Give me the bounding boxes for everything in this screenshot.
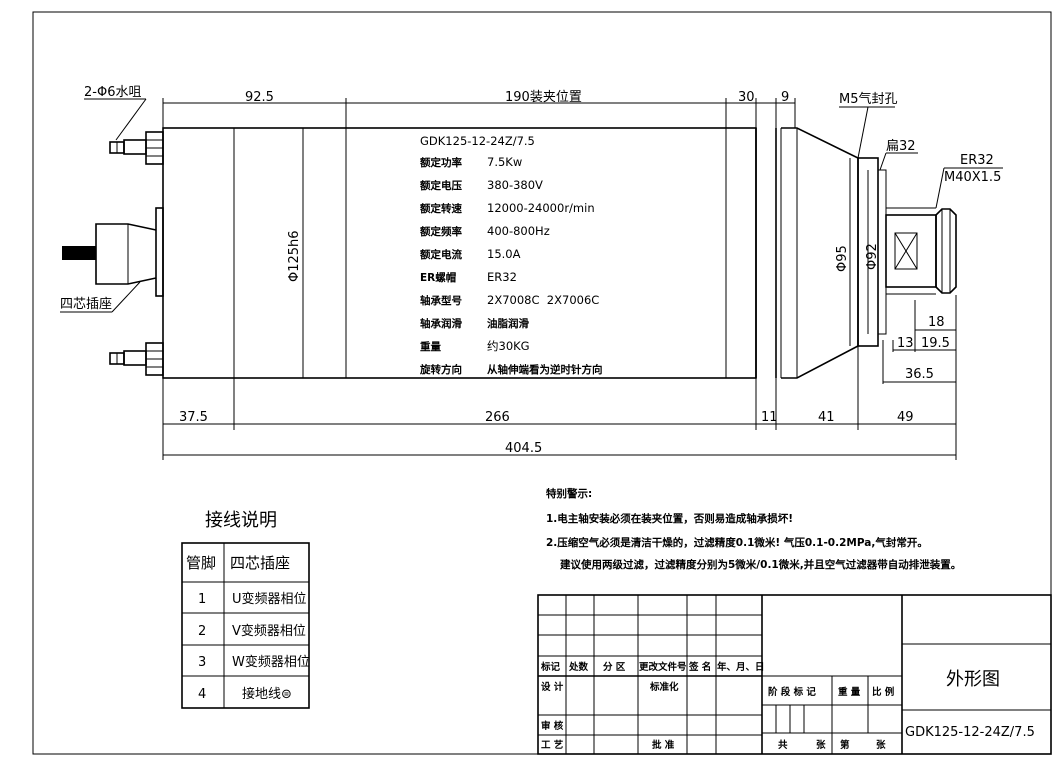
dim-30: 30 bbox=[738, 90, 755, 105]
title-block bbox=[537, 594, 1052, 755]
tb-change-doc: 更改文件号 bbox=[639, 661, 687, 673]
drawing-name: 外形图 bbox=[946, 669, 1000, 690]
spec-label: ER螺帽 bbox=[420, 271, 456, 284]
warning-line-3: 建议使用两级过滤，过滤精度分别为5微米/0.1微米,并且空气过滤器带自动排泄装置… bbox=[559, 558, 961, 571]
drawing-number: GDK125-12-24Z/7.5 bbox=[905, 725, 1035, 740]
spec-model: GDK125-12-24Z/7.5 bbox=[420, 134, 535, 148]
dim-total-404-5: 404.5 bbox=[505, 441, 542, 456]
water-nozzle-bottom bbox=[109, 342, 164, 376]
water-nozzle-label: 2-Φ6水咀 bbox=[84, 85, 141, 100]
spec-value: 7.5Kw bbox=[487, 155, 522, 169]
wiring-pin: 3 bbox=[198, 655, 206, 670]
warning-line-1: 1.电主轴安装必须在装夹位置，否则易造成轴承损坏! bbox=[546, 512, 793, 525]
spec-label: 额定频率 bbox=[419, 225, 462, 238]
dim-dia-95: Φ95 bbox=[835, 245, 850, 272]
dim-49: 49 bbox=[897, 410, 914, 425]
flat-label: 扁32 bbox=[886, 139, 916, 154]
wiring-title: 接线说明 bbox=[205, 510, 277, 531]
dim-9: 9 bbox=[781, 90, 789, 105]
seal-hole-label: M5气封孔 bbox=[839, 91, 898, 107]
water-nozzle-top bbox=[109, 131, 164, 165]
wiring-pin: 4 bbox=[198, 687, 206, 702]
tb-standard: 标准化 bbox=[649, 681, 679, 693]
warning-line-2: 2.压缩空气必须是清洁干燥的，过滤精度0.1微米! 气压0.1-0.2MPa,气… bbox=[546, 536, 928, 549]
wiring-desc: 接地线⊜ bbox=[242, 686, 292, 702]
tb-scale: 比 例 bbox=[872, 686, 894, 698]
spec-label: 额定电压 bbox=[419, 179, 462, 192]
wiring-desc: V变频器相位 bbox=[232, 623, 306, 639]
tb-mark: 标记 bbox=[540, 661, 561, 673]
wiring-pin: 1 bbox=[198, 592, 206, 607]
dim-92-5: 92.5 bbox=[245, 90, 274, 105]
spec-label: 额定电流 bbox=[419, 248, 462, 261]
tb-date: 年、月、日 bbox=[717, 661, 765, 673]
top-dimensions bbox=[162, 98, 796, 128]
tb-total: 共 bbox=[778, 739, 788, 751]
spec-block: GDK125-12-24Z/7.5 额定功率 7.5Kw 额定电压 380-38… bbox=[419, 134, 603, 376]
spec-label: 重量 bbox=[420, 340, 441, 353]
dim-18: 18 bbox=[928, 315, 945, 330]
dim-11: 11 bbox=[761, 410, 778, 425]
spec-value: 从轴伸端看为逆时针方向 bbox=[487, 363, 603, 376]
dim-13: 13 bbox=[897, 336, 914, 351]
spindle-outline bbox=[162, 127, 957, 379]
tb-sheet-no: 第 bbox=[840, 739, 850, 751]
er-nut-label: ER32 bbox=[960, 153, 994, 168]
spec-value: 12000-24000r/min bbox=[487, 201, 595, 215]
spec-label: 轴承润滑 bbox=[420, 317, 462, 330]
wiring-header-pin: 管脚 bbox=[186, 554, 216, 572]
tb-approve: 批 准 bbox=[652, 739, 675, 751]
wiring-header-socket: 四芯插座 bbox=[230, 554, 290, 572]
dim-41: 41 bbox=[818, 410, 835, 425]
tb-process: 工 艺 bbox=[541, 739, 564, 751]
spec-value: 约30KG bbox=[487, 339, 530, 353]
dim-19-5: 19.5 bbox=[921, 336, 950, 351]
dim-clamp-position: 190装夹位置 bbox=[505, 90, 582, 105]
tb-signature: 签 名 bbox=[688, 661, 711, 673]
spec-value: 380-380V bbox=[487, 178, 543, 192]
drawing-frame bbox=[32, 11, 1052, 755]
warning-title: 特别警示: bbox=[546, 487, 592, 500]
spec-label: 轴承型号 bbox=[420, 294, 462, 307]
dim-dia-125: Φ125h6 bbox=[287, 230, 302, 282]
dim-36-5: 36.5 bbox=[905, 367, 934, 382]
tb-design: 设 计 bbox=[541, 681, 564, 693]
tb-review: 审 核 bbox=[541, 720, 564, 732]
tb-stage-mark: 阶 段 标 记 bbox=[768, 686, 816, 698]
wiring-pin: 2 bbox=[198, 624, 206, 639]
thread-label: M40X1.5 bbox=[944, 170, 1001, 185]
spec-label: 旋转方向 bbox=[419, 363, 462, 376]
tb-sheet-unit: 张 bbox=[816, 739, 826, 751]
tb-sheet-unit-2: 张 bbox=[876, 739, 886, 751]
wiring-desc: W变频器相位 bbox=[232, 654, 310, 670]
right-dimensions bbox=[882, 295, 957, 384]
tb-weight: 重 量 bbox=[838, 686, 861, 698]
tb-zone: 分 区 bbox=[603, 661, 626, 673]
dim-37-5: 37.5 bbox=[179, 410, 208, 425]
spec-value: 油脂润滑 bbox=[487, 317, 529, 330]
spec-label: 额定功率 bbox=[419, 156, 462, 169]
spec-label: 额定转速 bbox=[419, 202, 462, 215]
spec-value: 2X7008C 2X7006C bbox=[487, 293, 599, 307]
spec-value: 400-800Hz bbox=[487, 224, 550, 238]
dim-266: 266 bbox=[485, 410, 510, 425]
wiring-desc: U变频器相位 bbox=[232, 591, 307, 607]
four-core-socket bbox=[62, 207, 164, 297]
wiring-table bbox=[181, 542, 310, 709]
tb-count: 处数 bbox=[568, 661, 589, 673]
dim-dia-92: Φ92 bbox=[865, 243, 880, 270]
spec-value: 15.0A bbox=[487, 247, 521, 261]
spec-value: ER32 bbox=[487, 270, 517, 284]
socket-label: 四芯插座 bbox=[60, 297, 112, 312]
bottom-dimensions bbox=[162, 346, 957, 460]
